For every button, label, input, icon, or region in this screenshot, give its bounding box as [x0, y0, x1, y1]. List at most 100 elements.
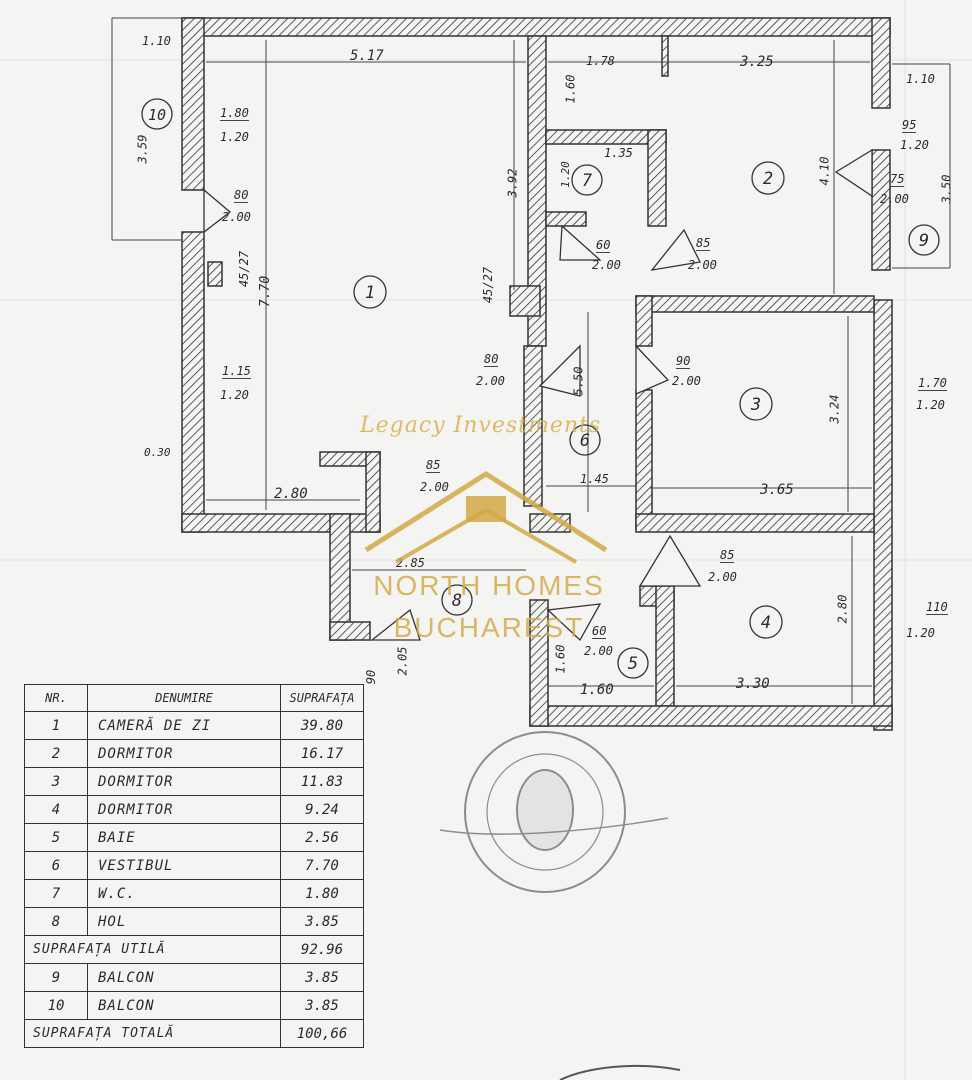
room-number: 2: [763, 169, 773, 189]
dim-label: 1.20: [906, 626, 935, 640]
bottom-stamp-fragment: [559, 1064, 681, 1080]
room-name: DORMITOR: [87, 795, 281, 824]
room-number: 10: [148, 106, 166, 124]
dim-label: 110: [926, 600, 948, 615]
room-name: BALCON: [87, 991, 281, 1020]
watermark-brand-line2: BUCHAREST: [393, 612, 585, 643]
dim-label: 1.10: [906, 72, 935, 86]
total-area-label: SUPRAFAȚA TOTALĂ: [24, 1019, 281, 1048]
room-area: 16.17: [280, 739, 364, 768]
dim-label: 1.60: [563, 74, 578, 104]
dim-label: 5.50: [571, 366, 586, 396]
dim-label: 80: [484, 352, 499, 367]
room-area: 2.56: [280, 823, 364, 852]
dim-label: 1.60: [553, 644, 568, 674]
room-area: 3.85: [280, 907, 364, 936]
dim-label: 4.10: [817, 156, 832, 186]
header-name: DENUMIRE: [87, 684, 281, 712]
dim-label: 2.00: [880, 192, 909, 206]
dim-label: 2.00: [688, 258, 717, 272]
dim-label: 75: [890, 172, 905, 187]
room-name: DORMITOR: [87, 767, 281, 796]
room-number: 4: [761, 613, 771, 633]
room-number: 9: [919, 231, 929, 251]
dim-label: 90: [364, 669, 379, 685]
room-nr: 6: [24, 851, 88, 880]
useful-area-label: SUPRAFAȚA UTILĂ: [24, 935, 281, 964]
room-name: W.C.: [87, 879, 281, 908]
room-markers: [141, 98, 940, 679]
dim-label: 60: [592, 624, 607, 639]
dim-label: 3.30: [736, 676, 770, 692]
dim-label: 85: [696, 236, 711, 251]
dim-label: 1.20: [220, 388, 249, 402]
dim-label: 1.10: [142, 34, 171, 48]
door-swings: [203, 148, 873, 642]
dim-label: 1.45: [580, 472, 609, 486]
dim-label: 2.05: [395, 646, 410, 676]
dimension-lines: [111, 17, 951, 704]
useful-area-value: 92.96: [280, 935, 364, 964]
dim-label: 1.20: [900, 138, 929, 152]
watermark-brand-line1: NORTH HOMES: [373, 570, 605, 601]
dim-label: 2.00: [708, 570, 737, 584]
dim-label: 1.20: [220, 130, 249, 144]
watermark-house-logo: [364, 471, 608, 564]
room-area: 39.80: [280, 711, 364, 740]
dim-label: 1.20: [558, 161, 572, 188]
dim-label: 85: [720, 548, 735, 563]
dim-label: 1.70: [918, 376, 947, 391]
room-number: 6: [580, 431, 590, 451]
dim-label: 1.80: [220, 106, 249, 121]
walls: [181, 17, 893, 731]
table-header-row: NR. DENUMIRE SUPRAFAȚA: [24, 684, 364, 712]
dim-label: 5.17: [350, 48, 384, 64]
dim-label: 2.00: [672, 374, 701, 388]
dim-label: 0.30: [144, 446, 171, 459]
dim-label: 2.00: [584, 644, 613, 658]
room-nr: 5: [24, 823, 88, 852]
room-area: 7.70: [280, 851, 364, 880]
room-area: 11.83: [280, 767, 364, 796]
room-name: DORMITOR: [87, 739, 281, 768]
room-nr: 8: [24, 907, 88, 936]
dim-label: 1.15: [222, 364, 251, 379]
dim-label: 7.70: [258, 275, 274, 308]
dim-label: 85: [426, 458, 441, 473]
room-nr: 2: [24, 739, 88, 768]
watermark-tagline: Legacy Investments: [360, 413, 602, 438]
room-area: 9.24: [280, 795, 364, 824]
room-number: 5: [628, 654, 638, 674]
room-nr: 7: [24, 879, 88, 908]
dim-label: 2.80: [274, 486, 308, 502]
header-area: SUPRAFAȚA: [280, 684, 364, 712]
room-name: BAIE: [87, 823, 281, 852]
room-numbers: 1 2 3 4 5 6 7 8 9 10: [148, 106, 929, 674]
room-nr: 9: [24, 963, 88, 992]
dim-label: 3.65: [760, 482, 794, 498]
dim-label: 3.24: [827, 394, 842, 424]
room-number: 3: [750, 395, 761, 415]
dim-label: 1.60: [580, 682, 614, 698]
room-area: 3.85: [280, 991, 364, 1020]
room-area: 3.85: [280, 963, 364, 992]
dim-label: 1.35: [604, 146, 633, 160]
dim-label: 45/27: [237, 250, 252, 288]
dim-label: 2.00: [222, 210, 251, 224]
header-nr: NR.: [24, 684, 88, 712]
room-nr: 3: [24, 767, 88, 796]
dim-label: 90: [676, 354, 691, 369]
dim-label: 3.59: [135, 134, 150, 164]
dim-label: 2.80: [835, 594, 850, 624]
dim-label: 80: [234, 188, 249, 203]
